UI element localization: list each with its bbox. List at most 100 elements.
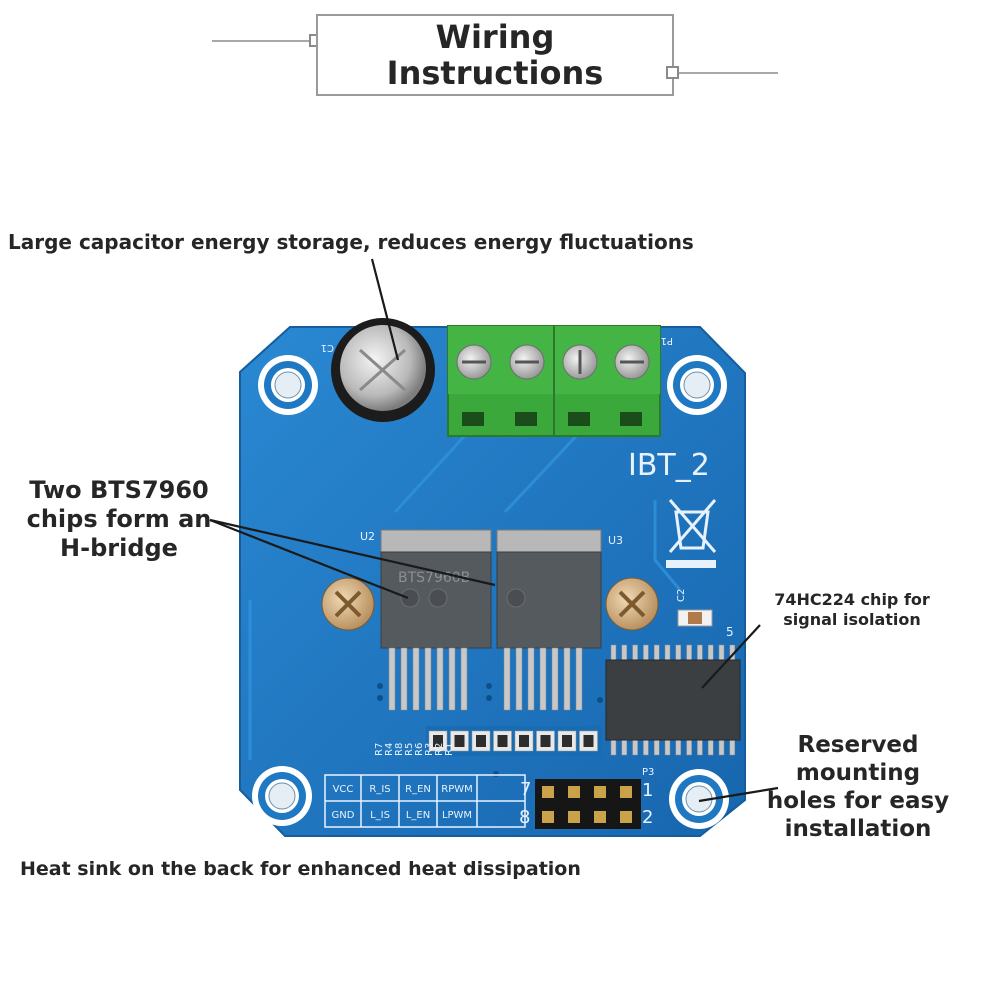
- p1-silkscreen: P1: [661, 335, 673, 346]
- callout-isolation-chip: 74HC224 chip for signal isolation: [762, 590, 942, 630]
- chip-pins: [388, 647, 583, 711]
- resistor-label: R8: [394, 743, 405, 756]
- ic-pin: [686, 738, 692, 756]
- screw-right: [605, 577, 659, 631]
- header-pin: [568, 786, 580, 798]
- callout-capacitor: Large capacitor energy storage, reduces …: [8, 230, 694, 254]
- ic-pin: [697, 644, 703, 662]
- callout-leader-lines: [209, 258, 779, 803]
- chip-leg: [388, 647, 396, 711]
- header-num-8: 8: [519, 807, 530, 828]
- header-pin: [620, 786, 632, 798]
- chip-leg: [551, 647, 559, 711]
- resistor-label: R6: [414, 743, 425, 756]
- resistor-label: R5: [404, 743, 415, 756]
- screw-left: [321, 577, 375, 631]
- u2-silkscreen: U2: [360, 530, 375, 543]
- ic-pin: [664, 644, 671, 662]
- chip-leg: [448, 647, 456, 711]
- callout-mounting-line2: mounting: [795, 760, 921, 786]
- title-node-right: [666, 66, 679, 79]
- ic-pin: [707, 738, 714, 756]
- ic-pin: [653, 738, 660, 756]
- callout-mounting-line3: holes for easy: [766, 788, 950, 814]
- ic-pin: [697, 738, 703, 756]
- u2-chip-marking: BTS7960B: [398, 570, 470, 586]
- ic-pin: [621, 738, 628, 756]
- pin-table-cell: L_IS: [370, 810, 390, 821]
- chip-leg: [460, 647, 468, 711]
- mounting-hole-top-right: [667, 355, 727, 415]
- ic-pin: [643, 738, 649, 756]
- c2-silkscreen: C2: [676, 589, 687, 602]
- title-connector-right: [674, 72, 778, 74]
- callout-isolation-line2: signal isolation: [783, 610, 921, 629]
- resistor-label: R4: [384, 743, 395, 756]
- u3-silkscreen: U3: [608, 534, 623, 547]
- mounting-hole-top-left: [258, 355, 318, 415]
- callout-chips-line3: H-bridge: [60, 534, 178, 562]
- header-pin: [620, 811, 632, 823]
- pin-table-cell: L_EN: [406, 810, 430, 821]
- ic-pin: [653, 644, 660, 662]
- resistor-label: R2: [434, 743, 445, 756]
- header-pin: [542, 811, 554, 823]
- header-pin: [542, 786, 554, 798]
- chip-leg: [515, 647, 523, 711]
- ic-pin: [686, 644, 692, 662]
- chip-leg: [400, 647, 408, 711]
- ic-pin: [675, 738, 682, 756]
- callout-chips-line1: Two BTS7960: [29, 476, 209, 504]
- callout-mounting-line1: Reserved: [797, 732, 919, 758]
- chip-leg: [503, 647, 511, 711]
- callout-bts7960-chips: Two BTS7960 chips form an H-bridge: [14, 476, 224, 563]
- chip-leg: [527, 647, 535, 711]
- capacitor-c2: C2 5: [676, 589, 734, 639]
- callout-heat-sink: Heat sink on the back for enhanced heat …: [20, 858, 581, 880]
- ic-pin: [632, 644, 638, 662]
- chip-leg: [575, 647, 583, 711]
- pin-table-cell: GND: [332, 810, 355, 821]
- header-pin: [594, 811, 606, 823]
- header-num-2: 2: [642, 807, 653, 828]
- ic-pin: [707, 644, 714, 662]
- header-num-1: 1: [642, 780, 653, 801]
- pin-table-cell: VCC: [333, 784, 354, 795]
- pin-header: 7 1 8 2 P3: [519, 767, 654, 829]
- pin-table-cell: R_IS: [369, 784, 390, 795]
- isolation-chip: [605, 644, 741, 756]
- page-title: Wiring Instructions: [386, 18, 604, 92]
- ic-pin-number: 5: [726, 625, 734, 639]
- chip-leg: [412, 647, 420, 711]
- header-pin: [568, 811, 580, 823]
- ic-pin: [675, 644, 682, 662]
- resistor-label: R1: [444, 743, 455, 756]
- ic-pin: [718, 644, 725, 662]
- title-box: Wiring Instructions: [316, 14, 674, 96]
- callout-isolation-line1: 74HC224 chip for: [774, 590, 930, 609]
- callout-chips-line2: chips form an: [26, 505, 212, 533]
- ic-pin: [643, 644, 649, 662]
- chip-leg: [436, 647, 444, 711]
- ic-pin: [621, 644, 628, 662]
- ic-pin: [610, 644, 617, 662]
- pin-table-cell: R_EN: [405, 784, 431, 795]
- pin-table-cell: LPWM: [442, 810, 472, 821]
- chip-leg: [424, 647, 432, 711]
- title-connector-left: [212, 40, 316, 42]
- chip-leg: [539, 647, 547, 711]
- header-num-7: 7: [520, 779, 531, 800]
- mounting-hole-bottom-left: [252, 766, 312, 826]
- pin-label-table: [324, 774, 526, 828]
- c1-silkscreen: C1: [321, 342, 334, 353]
- board-name-silkscreen: IBT_2: [628, 448, 710, 483]
- resistor-label: R7: [374, 743, 385, 756]
- callout-mounting-line4: installation: [784, 816, 932, 842]
- header-pin: [594, 786, 606, 798]
- resistor-label: R3: [424, 743, 435, 756]
- mounting-hole-bottom-right: [669, 769, 729, 829]
- pin-table-cell: RPWM: [441, 784, 473, 795]
- bts7960-chip-u3: U3: [496, 529, 623, 649]
